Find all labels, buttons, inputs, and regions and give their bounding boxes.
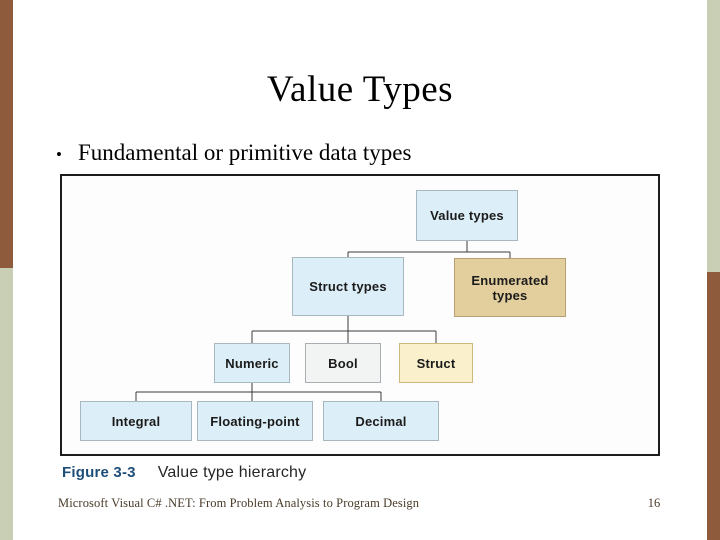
right-strip-green xyxy=(707,0,720,272)
bullet-point-icon: • xyxy=(56,145,62,164)
diagram-node-label: Value types xyxy=(430,208,504,223)
diagram-node-enumerated-types: Enumerated types xyxy=(454,258,566,317)
diagram-node-decimal: Decimal xyxy=(323,401,439,441)
diagram-node-label: Bool xyxy=(328,355,358,371)
page-number: 16 xyxy=(647,496,661,510)
diagram-node-label: Enumerated types xyxy=(471,272,549,303)
bullet-text: Fundamental or primitive data types xyxy=(78,140,412,165)
diagram-node-struct: Struct xyxy=(399,343,473,383)
diagram-node-integral: Integral xyxy=(80,401,192,441)
diagram-node-label: Integral xyxy=(111,413,161,429)
footer-source-text: Microsoft Visual C# .NET: From Problem A… xyxy=(58,496,420,510)
diagram-node-label: Numeric xyxy=(225,355,279,371)
diagram-node-struct-types: Struct types xyxy=(292,257,404,316)
left-strip-brown xyxy=(0,0,13,268)
diagram-node-bool: Bool xyxy=(305,343,381,383)
diagram-node-label: Struct xyxy=(416,355,456,371)
diagram-node-label: Floating-point xyxy=(210,413,300,429)
diagram-connectors xyxy=(135,241,511,401)
figure-caption-label: Figure 3-3 xyxy=(62,464,136,481)
bullet-list-item: • Fundamental or primitive data types xyxy=(56,138,411,170)
figure-caption: Figure 3-3 Value type hierarchy xyxy=(62,464,306,482)
diagram-node-floating-point: Floating-point xyxy=(197,401,313,441)
figure-caption-text: Value type hierarchy xyxy=(157,464,307,481)
diagram-node-value-types: Value types xyxy=(416,190,518,241)
diagram-node-label: Struct types xyxy=(309,279,387,294)
left-strip-green xyxy=(0,268,13,540)
diagram-node-label: Decimal xyxy=(355,413,407,429)
right-strip-brown xyxy=(707,272,720,540)
diagram-node-numeric: Numeric xyxy=(214,343,290,383)
slide-title: Value Types xyxy=(266,69,454,110)
